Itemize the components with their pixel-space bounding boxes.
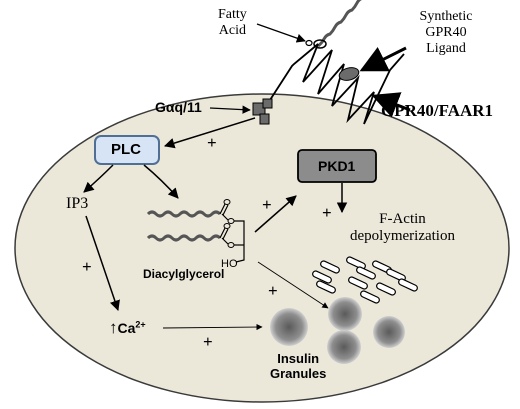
up-arrow-icon: ↑ (109, 318, 118, 337)
receptor-label: GPR40/FAAR1 (381, 101, 494, 120)
receptor-arrow (371, 92, 411, 118)
plus-sign: + (322, 203, 332, 222)
dag-pkd1-arrow (254, 195, 297, 233)
ip3-label: IP3 (66, 195, 89, 212)
plc-label: PLC (111, 141, 141, 158)
ligand-ellipse (338, 67, 360, 81)
ip3-calcium-arrow (85, 215, 120, 311)
pkd1-box (297, 149, 377, 183)
fatty-acid-tail (317, 0, 362, 48)
insulin-granule (373, 316, 405, 348)
plus-sign: + (203, 332, 213, 351)
synthetic-ligand-label: Synthetic GPR40 Ligand (419, 9, 473, 57)
insulin-granule (328, 297, 362, 331)
gq-arrow (209, 105, 251, 114)
fatty-acid-head (313, 39, 327, 49)
insulin-granule (270, 308, 308, 346)
plc-dag-arrow (143, 164, 179, 199)
ho-label: HO (221, 258, 238, 270)
diacylglycerol-label: Diacylglycerol (143, 267, 225, 281)
insulin-granule (327, 330, 361, 364)
fatty-acid-label: Fatty Acid (218, 7, 247, 39)
granules-label: Insulin Granules (270, 351, 327, 381)
pkd1-label: PKD1 (318, 158, 356, 174)
plus-sign: + (268, 281, 278, 300)
cell-membrane (14, 93, 510, 403)
gpr40-receptor (269, 43, 405, 125)
dag-granules-arrow (257, 261, 329, 309)
f-actin-filaments (312, 256, 418, 304)
plus-sign: + (262, 195, 272, 214)
factin-label: F-Actin depolymerization (350, 211, 455, 245)
gprotein-plc-arrow (163, 117, 256, 149)
plus-sign: + (207, 133, 217, 152)
diacylglycerol-molecule (146, 199, 245, 263)
g-protein-label: Gαq/11 (155, 99, 202, 115)
fatty-acid-head-2 (305, 39, 313, 47)
plus-sign: + (82, 257, 92, 276)
plc-ip3-arrow (83, 164, 114, 193)
plc-box (94, 135, 160, 165)
ligand-arrow (359, 46, 407, 72)
calcium-granules-arrow (162, 323, 263, 331)
fatty-acid-arrow (256, 23, 306, 43)
g-protein-icon (252, 98, 273, 125)
calcium-label: ↑Ca2+ (109, 318, 146, 337)
